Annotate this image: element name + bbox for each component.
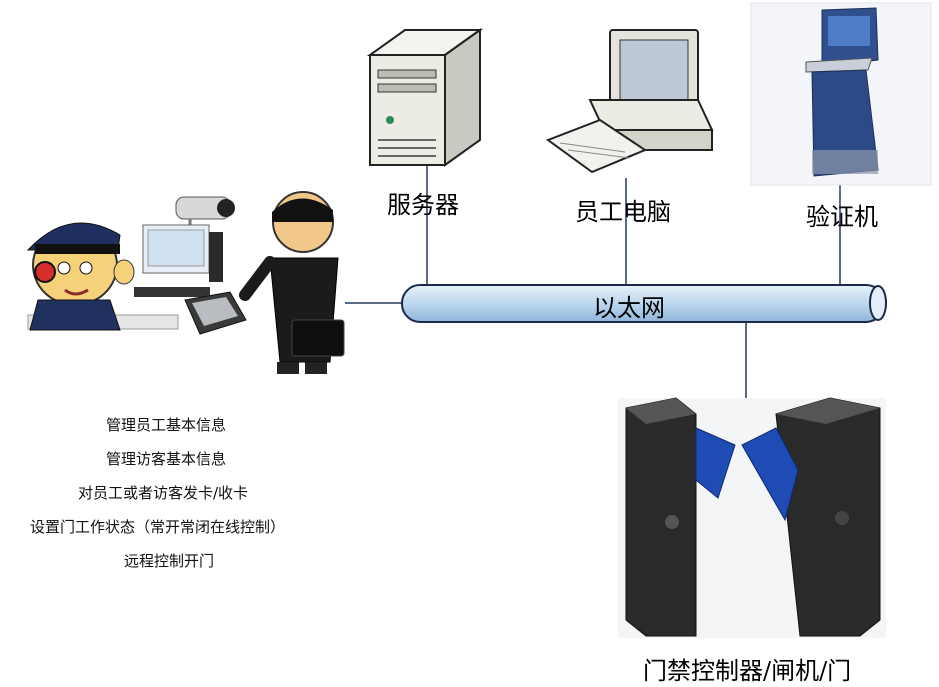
ethernet-label: 以太网 <box>593 294 665 322</box>
controller-label: 门禁控制器/闸机/门 <box>643 657 852 685</box>
admin-function-1: 管理员工基本信息 <box>106 416 227 434</box>
workstation-icon <box>134 224 223 297</box>
guard-icon <box>26 222 179 331</box>
kiosk-icon <box>750 2 932 186</box>
turnstile-icon <box>618 397 886 638</box>
admin-function-5: 远程控制开门 <box>124 552 215 570</box>
server-label: 服务器 <box>387 191 459 219</box>
admin-function-2: 管理访客基本信息 <box>106 450 227 468</box>
ethernet-bus <box>401 284 887 323</box>
employee-pc-label: 员工电脑 <box>575 198 671 226</box>
desktop-pc-icon <box>545 29 714 174</box>
card-reader-icon <box>184 291 247 335</box>
server-icon <box>366 28 484 167</box>
camera-icon <box>175 196 235 234</box>
admin-function-3: 对员工或者访客发卡/收卡 <box>78 484 249 502</box>
verifier-label: 验证机 <box>806 203 878 231</box>
admin-function-4: 设置门工作状态（常开常闭在线控制） <box>30 518 286 536</box>
visitor-icon <box>239 191 345 374</box>
